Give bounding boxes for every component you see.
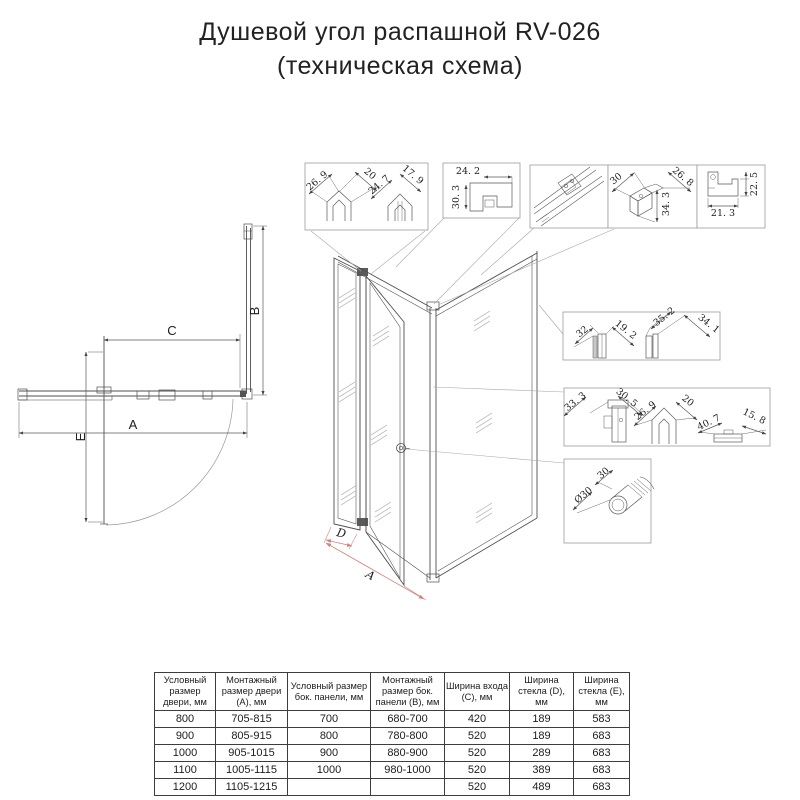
spec-table-cell: 520 — [444, 761, 510, 779]
iso-view — [333, 251, 538, 587]
dim-30-3: 30. 3 — [451, 185, 462, 209]
spec-table-cell: 900 — [287, 744, 371, 762]
callout-corner-bracket — [611, 171, 692, 223]
spec-table-cell: 1100 — [154, 761, 216, 779]
spec-table-cell: 1105-1215 — [215, 778, 288, 796]
plan-dim-label-a: A — [129, 417, 138, 432]
spec-table-cell: 683 — [573, 761, 630, 779]
spec-table-cell: 800 — [287, 727, 371, 745]
dim-34-3: 34. 3 — [661, 192, 672, 216]
spec-table-header-2: Условный размер бок. панели, мм — [287, 672, 371, 711]
dim-21-3: 21. 3 — [711, 208, 735, 219]
spec-table-cell: 289 — [509, 744, 574, 762]
callout-corner-section — [464, 175, 513, 212]
spec-table-cell: 389 — [509, 761, 574, 779]
spec-table-cell: 980-1000 — [370, 761, 445, 779]
spec-table-cell: 1000 — [287, 761, 371, 779]
callout-knob — [572, 469, 655, 515]
spec-table-cell: 683 — [573, 727, 630, 745]
spec-table-cell: 700 — [287, 710, 371, 728]
spec-table-header-4: Ширина входа (С), мм — [444, 672, 510, 711]
spec-table-cell: 780-800 — [370, 727, 445, 745]
spec-table-cell: 680-700 — [370, 710, 445, 728]
title-line-2: (техническая схема) — [277, 51, 523, 80]
spec-table-cell: 1005-1115 — [215, 761, 288, 779]
iso-dim-label-d: D — [334, 525, 347, 541]
iso-dimensions — [323, 526, 427, 601]
spec-table-cell: 1200 — [154, 778, 216, 796]
spec-table-cell: 489 — [509, 778, 574, 796]
spec-table-cell: 1000 — [154, 744, 216, 762]
spec-table-cell: 800 — [154, 710, 216, 728]
spec-table-header-5: Ширина стекла (D), мм — [509, 672, 574, 711]
plan-dim-label-e: E — [73, 432, 88, 441]
spec-table-header-1: Монтажный размер двери (А), мм — [215, 672, 288, 711]
iso-dim-label-a: A — [363, 566, 378, 583]
dim-24-2: 24. 2 — [456, 166, 480, 177]
callout-corner-profile — [707, 171, 749, 208]
spec-table-cell: 520 — [444, 744, 510, 762]
spec-table-cell: 189 — [509, 727, 574, 745]
spec-table-cell: 905-1015 — [215, 744, 288, 762]
dim-22-5: 22. 5 — [749, 172, 760, 196]
page-title: Душевой угол распашной RV-026 (техническ… — [0, 16, 800, 83]
spec-table-cell — [287, 778, 371, 796]
spec-table-cell: 420 — [444, 710, 510, 728]
spec-table-cell: 583 — [573, 710, 630, 728]
spec-table-cell: 189 — [509, 710, 574, 728]
plan-dim-label-c: C — [167, 323, 176, 338]
plan-view — [17, 223, 253, 526]
spec-table-cell: 520 — [444, 778, 510, 796]
callout-rail-bracket — [533, 166, 605, 227]
leader-lines — [310, 217, 615, 464]
spec-table-header-6: Ширина стекла (Е), мм — [573, 672, 630, 711]
callout-hinge-profiles — [308, 171, 422, 221]
spec-table-cell: 900 — [154, 727, 216, 745]
spec-table-cell: 520 — [444, 727, 510, 745]
spec-table-cell: 683 — [573, 744, 630, 762]
title-line-1: Душевой угол распашной RV-026 — [199, 18, 601, 46]
plan-dim-label-b: B — [247, 307, 262, 316]
callout-box-frames — [304, 162, 771, 544]
spec-table-cell: 705-815 — [215, 710, 288, 728]
spec-table-cell: 880-900 — [370, 744, 445, 762]
callout-wall-profiles-2 — [563, 395, 767, 444]
spec-table-cell: 683 — [573, 778, 630, 796]
callout-wall-profiles-1 — [573, 311, 711, 359]
spec-table-cell — [370, 778, 445, 796]
spec-table-header-3: Монтажный размер бок. панели (В), мм — [370, 672, 445, 711]
plan-dimensions — [18, 225, 267, 523]
spec-table-header-0: Условный размер двери, мм — [154, 672, 216, 711]
spec-table-cell: 805-915 — [215, 727, 288, 745]
